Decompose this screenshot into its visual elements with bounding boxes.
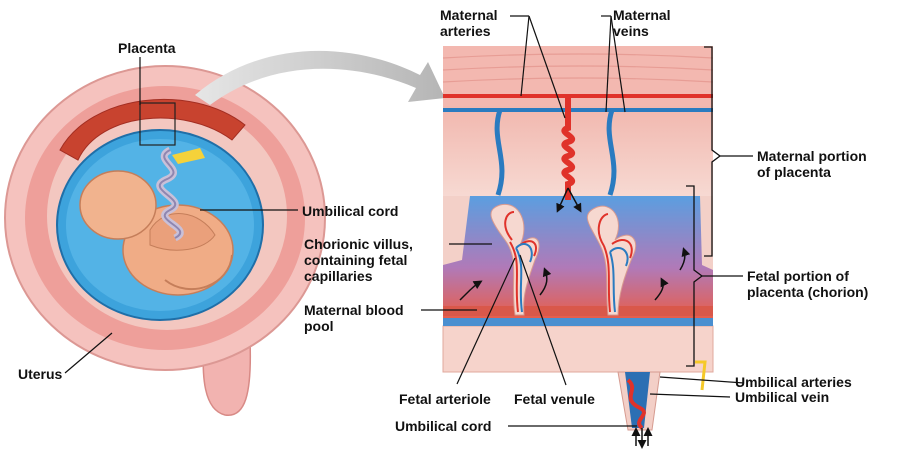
label-fetal-venule: Fetal venule — [514, 391, 595, 407]
label-uterus: Uterus — [18, 366, 62, 382]
label-umbilical-cord-left: Umbilical cord — [302, 203, 398, 219]
label-maternal-veins: Maternal veins — [613, 7, 671, 39]
label-chorionic-villus: Chorionic villus, containing fetal capil… — [304, 236, 413, 284]
label-maternal-portion: Maternal portion of placenta — [757, 148, 867, 180]
label-maternal-blood-pool: Maternal blood pool — [304, 302, 404, 334]
label-umbilical-cord-bottom: Umbilical cord — [395, 418, 491, 434]
label-placenta: Placenta — [118, 40, 176, 56]
placenta-section — [443, 46, 713, 446]
label-fetal-arteriole: Fetal arteriole — [399, 391, 491, 407]
label-umbilical-vein: Umbilical vein — [735, 389, 829, 405]
maternal-tissue — [443, 106, 713, 196]
maternal-artery-coil — [564, 96, 572, 200]
label-fetal-portion: Fetal portion of placenta (chorion) — [747, 268, 868, 300]
uterus-illustration — [5, 66, 325, 415]
label-maternal-arteries: Maternal arteries — [440, 7, 498, 39]
label-umbilical-arteries: Umbilical arteries — [735, 374, 852, 390]
